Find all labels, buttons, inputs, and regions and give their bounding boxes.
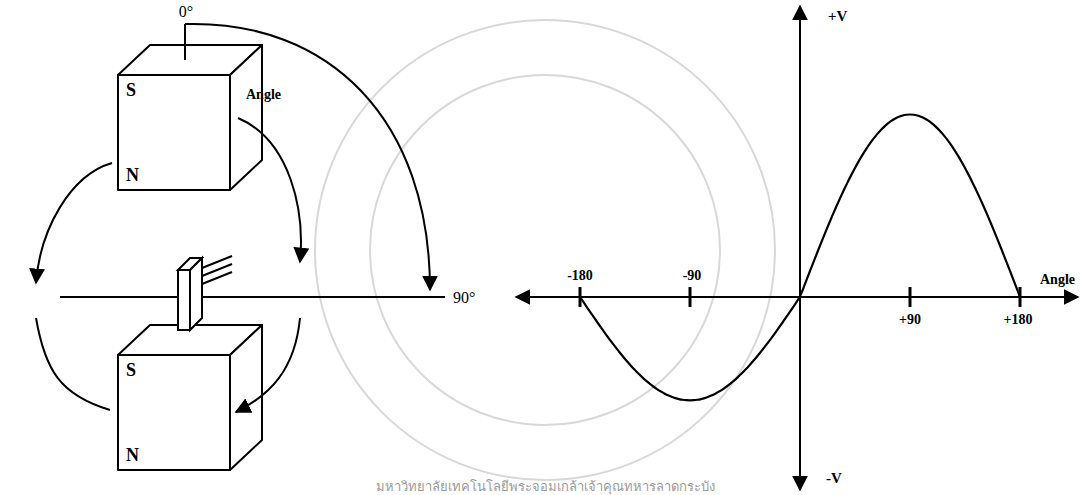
x-axis: [516, 296, 1078, 298]
watermark: มหาวิทยาลัยเทคโนโลยีพระจอมเกล้าเจ้าคุณทห…: [376, 480, 715, 493]
y-axis: [799, 6, 801, 490]
sine-wave: [580, 114, 1020, 400]
magnet-face: SN: [118, 75, 230, 190]
angle-label: 0°: [179, 4, 193, 20]
rotation-arrow: [236, 318, 300, 412]
rotation-arrow: [36, 318, 110, 410]
coil: [178, 256, 232, 330]
tick-label: +180: [1004, 313, 1033, 327]
rotation-arrow: [36, 163, 112, 283]
rotation-arrow: [238, 118, 301, 262]
angle-label: 90°: [453, 290, 475, 306]
watermark-seal: [315, 20, 775, 480]
magnet-block: [118, 325, 262, 470]
pole-letter: S: [126, 81, 136, 99]
tick-label: -90: [683, 269, 702, 283]
axis-label: Angle: [1040, 273, 1075, 287]
angle-arc: [185, 24, 430, 290]
magnet-face: SN: [118, 355, 230, 470]
tick-label: -180: [567, 269, 593, 283]
magnet-block: [118, 45, 262, 190]
tick-label: +90: [899, 313, 921, 327]
axis-label: -V: [826, 471, 842, 486]
angle-label: Angle: [246, 88, 281, 102]
reference-line: [184, 24, 186, 60]
pole-letter: N: [126, 446, 139, 464]
pole-letter: S: [126, 361, 136, 379]
pole-letter: N: [126, 166, 139, 184]
axis-label: +V: [828, 9, 847, 24]
axis-line: [60, 296, 445, 298]
